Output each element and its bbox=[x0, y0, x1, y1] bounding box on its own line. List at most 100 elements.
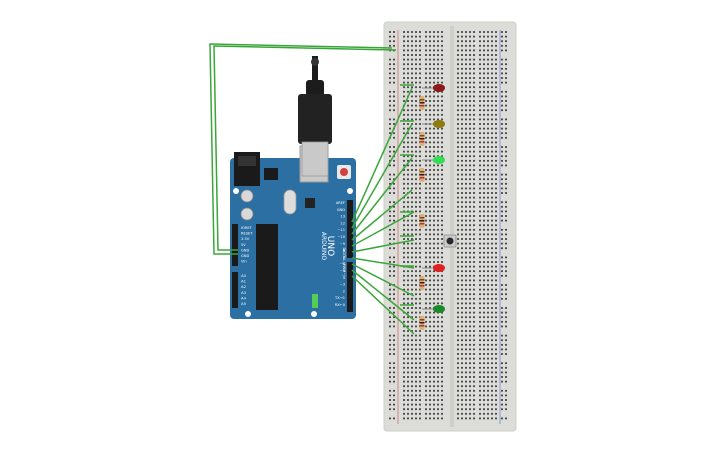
breadboard-hole[interactable] bbox=[407, 132, 409, 135]
breadboard-hole[interactable] bbox=[433, 132, 435, 135]
breadboard-hole[interactable] bbox=[407, 284, 409, 286]
breadboard-hole[interactable] bbox=[469, 316, 471, 319]
breadboard-hole[interactable] bbox=[433, 192, 435, 194]
breadboard-hole[interactable] bbox=[433, 67, 435, 70]
breadboard-hole[interactable] bbox=[479, 380, 481, 383]
breadboard-hole[interactable] bbox=[415, 325, 417, 328]
breadboard-hole[interactable] bbox=[437, 385, 439, 388]
breadboard-hole[interactable] bbox=[419, 233, 421, 236]
breadboard-hole[interactable] bbox=[473, 325, 475, 328]
breadboard-hole[interactable] bbox=[425, 371, 427, 374]
breadboard-hole[interactable] bbox=[483, 284, 485, 286]
breadboard-hole[interactable] bbox=[473, 265, 475, 268]
breadboard-hole[interactable] bbox=[441, 72, 443, 75]
breadboard-hole[interactable] bbox=[483, 210, 485, 213]
breadboard-hole[interactable] bbox=[495, 86, 497, 89]
breadboard-hole[interactable] bbox=[473, 288, 475, 291]
breadboard-hole[interactable] bbox=[483, 141, 485, 144]
breadboard-hole[interactable] bbox=[461, 288, 463, 291]
breadboard-hole[interactable] bbox=[433, 63, 435, 66]
breadboard-hole[interactable] bbox=[403, 279, 405, 282]
breadboard-hole[interactable] bbox=[457, 224, 459, 227]
breadboard-hole[interactable] bbox=[501, 44, 503, 47]
breadboard-hole[interactable] bbox=[407, 256, 409, 259]
breadboard-hole[interactable] bbox=[441, 104, 443, 107]
breadboard-hole[interactable] bbox=[403, 293, 405, 296]
breadboard-hole[interactable] bbox=[425, 274, 427, 277]
breadboard-hole[interactable] bbox=[429, 417, 431, 420]
breadboard-hole[interactable] bbox=[465, 293, 467, 296]
breadboard-hole[interactable] bbox=[487, 31, 489, 33]
breadboard-hole[interactable] bbox=[473, 100, 475, 102]
breadboard-hole[interactable] bbox=[487, 49, 489, 52]
breadboard-hole[interactable] bbox=[479, 118, 481, 121]
breadboard-hole[interactable] bbox=[501, 339, 503, 342]
breadboard-hole[interactable] bbox=[479, 371, 481, 374]
breadboard-hole[interactable] bbox=[389, 118, 391, 121]
breadboard-hole[interactable] bbox=[469, 270, 471, 273]
breadboard-hole[interactable] bbox=[419, 123, 421, 125]
breadboard-hole[interactable] bbox=[407, 297, 409, 300]
breadboard-hole[interactable] bbox=[491, 182, 493, 185]
breadboard-hole[interactable] bbox=[433, 90, 435, 93]
breadboard-hole[interactable] bbox=[437, 339, 439, 342]
breadboard-hole[interactable] bbox=[457, 127, 459, 130]
breadboard-hole[interactable] bbox=[479, 385, 481, 388]
resistor-1[interactable] bbox=[419, 96, 425, 110]
breadboard-hole[interactable] bbox=[483, 348, 485, 351]
breadboard-hole[interactable] bbox=[473, 380, 475, 383]
breadboard-hole[interactable] bbox=[483, 196, 485, 199]
breadboard-hole[interactable] bbox=[419, 146, 421, 148]
breadboard-hole[interactable] bbox=[437, 196, 439, 199]
breadboard-hole[interactable] bbox=[465, 334, 467, 337]
breadboard-hole[interactable] bbox=[419, 77, 421, 79]
breadboard-hole[interactable] bbox=[483, 182, 485, 185]
breadboard-hole[interactable] bbox=[415, 228, 417, 231]
breadboard-hole[interactable] bbox=[389, 399, 391, 401]
breadboard-hole[interactable] bbox=[491, 399, 493, 401]
breadboard-hole[interactable] bbox=[457, 192, 459, 194]
breadboard-hole[interactable] bbox=[473, 330, 475, 332]
breadboard-hole[interactable] bbox=[411, 146, 413, 148]
resistors[interactable] bbox=[419, 96, 425, 330]
wire-pin-9[interactable] bbox=[351, 211, 415, 247]
breadboard-hole[interactable] bbox=[433, 399, 435, 401]
breadboard-hole[interactable] bbox=[415, 316, 417, 319]
breadboard-hole[interactable] bbox=[469, 159, 471, 162]
breadboard-hole[interactable] bbox=[491, 366, 493, 369]
breadboard-hole[interactable] bbox=[411, 371, 413, 374]
breadboard-hole[interactable] bbox=[457, 371, 459, 374]
breadboard-hole[interactable] bbox=[473, 187, 475, 190]
breadboard-hole[interactable] bbox=[461, 150, 463, 153]
breadboard-hole[interactable] bbox=[469, 187, 471, 190]
breadboard-hole[interactable] bbox=[491, 265, 493, 268]
breadboard-hole[interactable] bbox=[393, 316, 395, 319]
breadboard-hole[interactable] bbox=[407, 118, 409, 121]
breadboard-hole[interactable] bbox=[465, 408, 467, 411]
breadboard-hole[interactable] bbox=[425, 95, 427, 98]
usb-cable[interactable] bbox=[298, 56, 332, 177]
breadboard-hole[interactable] bbox=[437, 113, 439, 116]
breadboard-hole[interactable] bbox=[483, 417, 485, 420]
breadboard-hole[interactable] bbox=[483, 192, 485, 194]
breadboard-hole[interactable] bbox=[483, 132, 485, 135]
breadboard-hole[interactable] bbox=[473, 224, 475, 227]
breadboard-hole[interactable] bbox=[393, 219, 395, 222]
breadboard-hole[interactable] bbox=[465, 320, 467, 323]
breadboard-hole[interactable] bbox=[437, 228, 439, 231]
breadboard-hole[interactable] bbox=[425, 399, 427, 401]
breadboard-hole[interactable] bbox=[487, 100, 489, 102]
breadboard-hole[interactable] bbox=[461, 265, 463, 268]
breadboard-hole[interactable] bbox=[411, 320, 413, 323]
breadboard-hole[interactable] bbox=[389, 90, 391, 93]
breadboard-hole[interactable] bbox=[457, 334, 459, 337]
breadboard-hole[interactable] bbox=[415, 67, 417, 70]
breadboard-hole[interactable] bbox=[441, 362, 443, 365]
breadboard-hole[interactable] bbox=[479, 288, 481, 291]
breadboard-hole[interactable] bbox=[495, 109, 497, 112]
breadboard-hole[interactable] bbox=[479, 210, 481, 213]
breadboard-hole[interactable] bbox=[429, 35, 431, 38]
breadboard-hole[interactable] bbox=[461, 403, 463, 406]
breadboard-hole[interactable] bbox=[461, 141, 463, 144]
breadboard-hole[interactable] bbox=[491, 169, 493, 171]
